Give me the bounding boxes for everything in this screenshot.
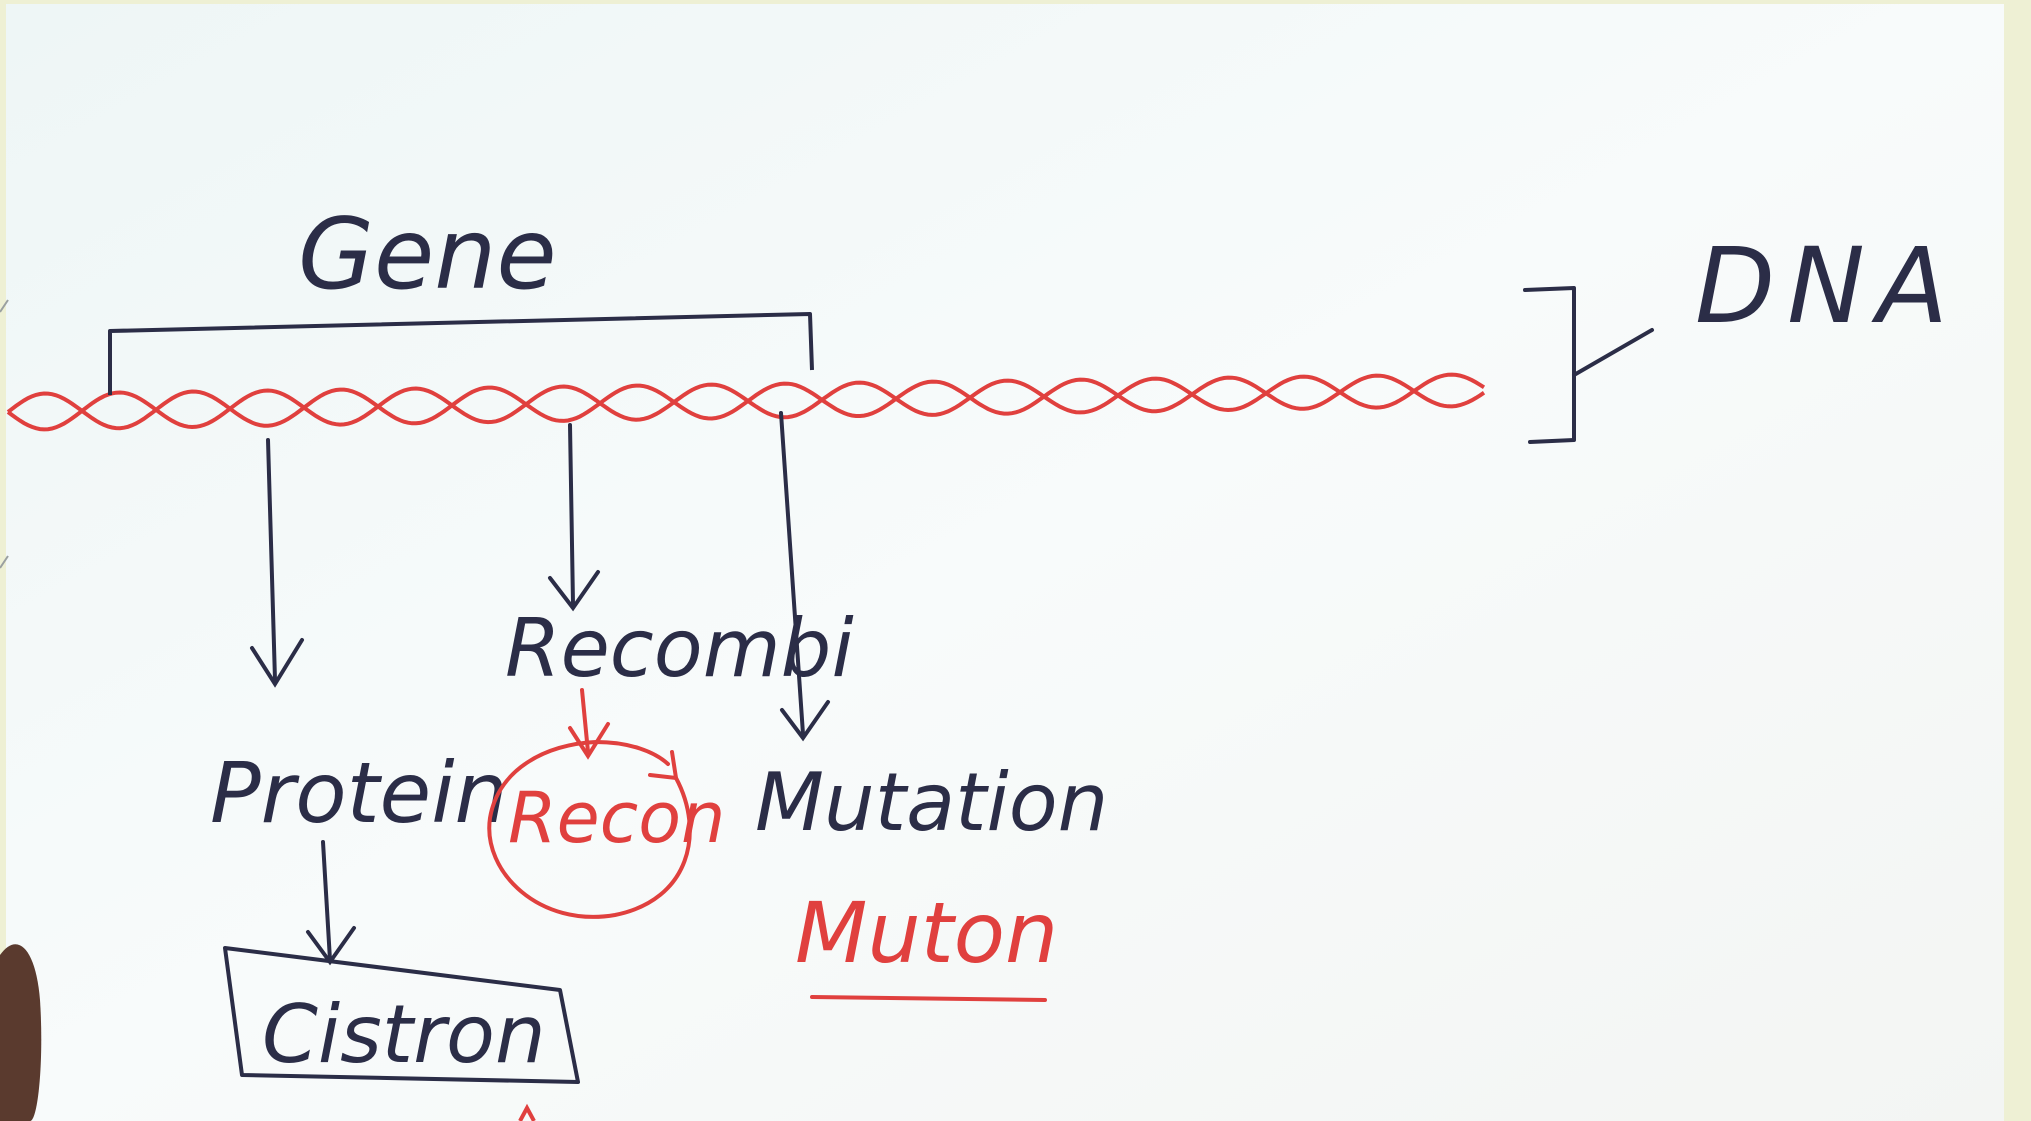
red-mark — [518, 1103, 536, 1121]
dna-strand-b — [6, 373, 1486, 431]
dna-label: DNA — [1695, 225, 1960, 347]
dna-strand-a — [6, 372, 1486, 432]
arrow-to-mutation — [779, 411, 830, 742]
cistron-label: Cistron — [262, 988, 546, 1081]
frame-marks — [0, 299, 9, 569]
recon-label: Recon — [508, 777, 725, 859]
muton-label: Muton — [795, 884, 1058, 982]
recombi-label: Recombi — [505, 602, 854, 695]
cistron-box — [223, 946, 580, 1084]
gene-bracket — [108, 312, 814, 395]
dna-bracket — [1523, 286, 1654, 444]
recon-circle — [487, 739, 692, 919]
protein-label: Protein — [210, 744, 508, 842]
whiteboard-surface — [6, 4, 2004, 1121]
muton-underline — [810, 995, 1047, 1002]
arrow-to-protein — [250, 438, 304, 688]
arrow-to-recombi — [548, 423, 600, 612]
gene-label: Gene — [298, 198, 557, 312]
dna-double-helix — [6, 372, 1486, 432]
presenter-silhouette — [0, 944, 42, 1121]
mutation-label: Mutation — [755, 756, 1108, 849]
